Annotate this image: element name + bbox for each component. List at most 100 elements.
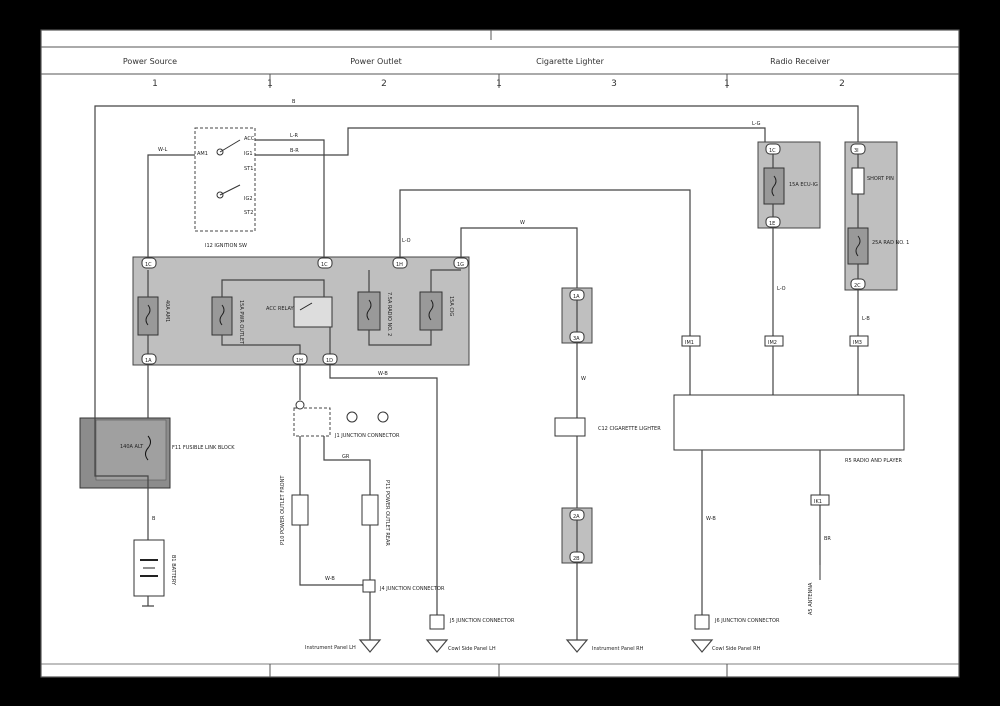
svg-text:2C: 2C xyxy=(854,283,861,289)
battery[interactable]: B1 BATTERY xyxy=(133,539,176,597)
block-connector-1c-2: 1C xyxy=(317,257,333,269)
cig-connector-2b: 2B xyxy=(569,551,585,563)
ground-1-label: Instrument Panel LH xyxy=(305,645,356,651)
block-connector-1a: 1A xyxy=(141,353,157,365)
antenna[interactable]: A5 ANTENNA xyxy=(808,565,821,615)
svg-text:1H: 1H xyxy=(296,358,303,364)
acc-relay-label: ACC RELAY xyxy=(266,306,294,312)
header-num-7: 2 xyxy=(839,79,845,89)
wire-label-junction: GR xyxy=(342,454,350,460)
block-connector-1d: 1D xyxy=(322,353,338,365)
header-num-4: 1 xyxy=(496,79,502,89)
outlet-front-label: P10 POWER OUTLET FRONT xyxy=(280,475,286,545)
wire-label-am1: W-L xyxy=(158,147,168,153)
svg-text:1C: 1C xyxy=(769,148,776,154)
radio-label: R5 RADIO AND PLAYER xyxy=(845,458,903,464)
header-radio-receiver: Radio Receiver xyxy=(770,57,830,66)
ign-pin-am1: AM1 xyxy=(197,151,208,157)
ign-pin-st1: ST1 xyxy=(244,166,253,172)
header-num-3: 2 xyxy=(381,79,387,89)
rad-connector-3i: 3I xyxy=(850,143,866,155)
fuse-am1-label: 40A AM1 xyxy=(164,300,170,322)
wire-label-rad-out: L-B xyxy=(862,316,870,322)
cig-connector-1a: 1A xyxy=(569,289,585,301)
fuse-rad1-label: 25A RAD NO. 1 xyxy=(872,240,909,246)
ignition-switch[interactable]: AM1 ACC IG1 ST1 IG2 ST2 I12 IGNITION SW xyxy=(194,127,256,249)
inline-connector-im3: IM3 xyxy=(849,335,869,347)
svg-text:IM1: IM1 xyxy=(685,340,694,346)
svg-text:1A: 1A xyxy=(145,358,152,364)
header-num-1: 1 xyxy=(152,79,158,89)
fuse-radio-no2[interactable]: 7.5A RADIO NO. 2 xyxy=(357,291,392,336)
junction-connector-j4 xyxy=(362,579,376,593)
header-power-source: Power Source xyxy=(123,57,177,66)
ign-pin-ig1: IG1 xyxy=(244,151,253,157)
ground-3-label: Instrument Panel RH xyxy=(592,646,644,652)
ground-2-label: Cowl Side Panel LH xyxy=(448,646,496,652)
ignition-switch-label: I12 IGNITION SW xyxy=(205,243,247,249)
antenna-label: A5 ANTENNA xyxy=(808,582,814,615)
block-connector-1h: 1H xyxy=(392,257,408,269)
block-connector-1g: 1G xyxy=(453,257,469,269)
rad-fuse-box xyxy=(844,141,898,291)
ign-pin-st2: ST2 xyxy=(244,210,253,216)
svg-text:1A: 1A xyxy=(573,294,580,300)
radio-and-player[interactable]: R5 RADIO AND PLAYER xyxy=(673,394,905,464)
outlet-rear-label: P11 POWER OUTLET REAR xyxy=(384,480,390,546)
junction-connector-j5 xyxy=(429,614,445,630)
block-connector-1h-2: 1H xyxy=(292,353,308,365)
wire-label-antenna: BR xyxy=(824,536,831,542)
fuse-ecu-ig[interactable]: 15A ECU-IG xyxy=(763,167,818,205)
fuse-rad-no1[interactable]: 25A RAD NO. 1 xyxy=(847,227,909,265)
svg-text:3I: 3I xyxy=(854,148,859,154)
battery-label: B1 BATTERY xyxy=(170,555,176,586)
fuse-radio2-label: 7.5A RADIO NO. 2 xyxy=(386,292,392,336)
wire-label-ecu: L-G xyxy=(752,121,761,127)
fuse-cig-label: 15A CIG xyxy=(448,296,454,316)
ecu-connector-1e: 1E xyxy=(765,216,781,228)
alt-fuse-label: 140A ALT xyxy=(120,444,144,450)
power-outlet-front[interactable]: P10 POWER OUTLET FRONT xyxy=(280,475,309,545)
acc-relay[interactable]: ACC RELAY xyxy=(266,296,333,328)
fusible-block-label: F11 FUSIBLE LINK BLOCK xyxy=(172,445,235,451)
wire-label-acc: L-R xyxy=(290,133,299,139)
wire-label-ig2: L-O xyxy=(402,238,411,244)
ign-pin-acc: ACC xyxy=(244,136,255,142)
junction-connector-j1[interactable]: J1 JUNCTION CONNECTOR xyxy=(293,407,400,439)
wire-label-top: B xyxy=(292,99,296,105)
junction-connector-j6 xyxy=(694,614,710,630)
header-num-6: 1 xyxy=(724,79,730,89)
junction-j4-label: J4 JUNCTION CONNECTOR xyxy=(379,586,445,592)
svg-text:1C: 1C xyxy=(145,262,152,268)
ecu-connector-1c: 1C xyxy=(765,143,781,155)
wire-label-rad: W xyxy=(520,220,525,226)
fuse-pwr-label: 15A PWR OUTLET xyxy=(238,300,244,345)
header-num-5: 3 xyxy=(611,79,617,89)
svg-text:1H: 1H xyxy=(396,262,403,268)
fuse-cig[interactable]: 15A CIG xyxy=(419,291,454,331)
wire-label-radio-gnd: W-B xyxy=(706,516,716,522)
wire-label-gnd: W-B xyxy=(325,576,335,582)
svg-text:1E: 1E xyxy=(769,221,775,227)
wire-label-battery: B xyxy=(152,516,156,522)
ground-4-label: Cowl Side Panel RH xyxy=(712,646,761,652)
junction-j5-label: J5 JUNCTION CONNECTOR xyxy=(449,618,515,624)
cig-lighter-label: C12 CIGARETTE LIGHTER xyxy=(598,426,661,432)
svg-text:IM3: IM3 xyxy=(853,340,862,346)
svg-text:3A: 3A xyxy=(573,336,580,342)
header-power-outlet: Power Outlet xyxy=(350,57,402,66)
svg-text:2B: 2B xyxy=(573,556,580,562)
header-cigarette-lighter: Cigarette Lighter xyxy=(536,57,604,66)
cigarette-lighter[interactable]: C12 CIGARETTE LIGHTER xyxy=(554,417,661,437)
junction-j6-label: J6 JUNCTION CONNECTOR xyxy=(714,618,780,624)
wire-label-ecu-out: L-O xyxy=(777,286,786,292)
inline-connector-ik1: IK1 xyxy=(810,494,830,506)
svg-text:1C: 1C xyxy=(321,262,328,268)
svg-text:2A: 2A xyxy=(573,514,580,520)
inline-connector-im1: IM1 xyxy=(681,335,701,347)
cig-connector-3a: 3A xyxy=(569,331,585,343)
wire-label-cig: W xyxy=(581,376,586,382)
ign-pin-ig2: IG2 xyxy=(244,196,253,202)
block-connector-1c: 1C xyxy=(141,257,157,269)
